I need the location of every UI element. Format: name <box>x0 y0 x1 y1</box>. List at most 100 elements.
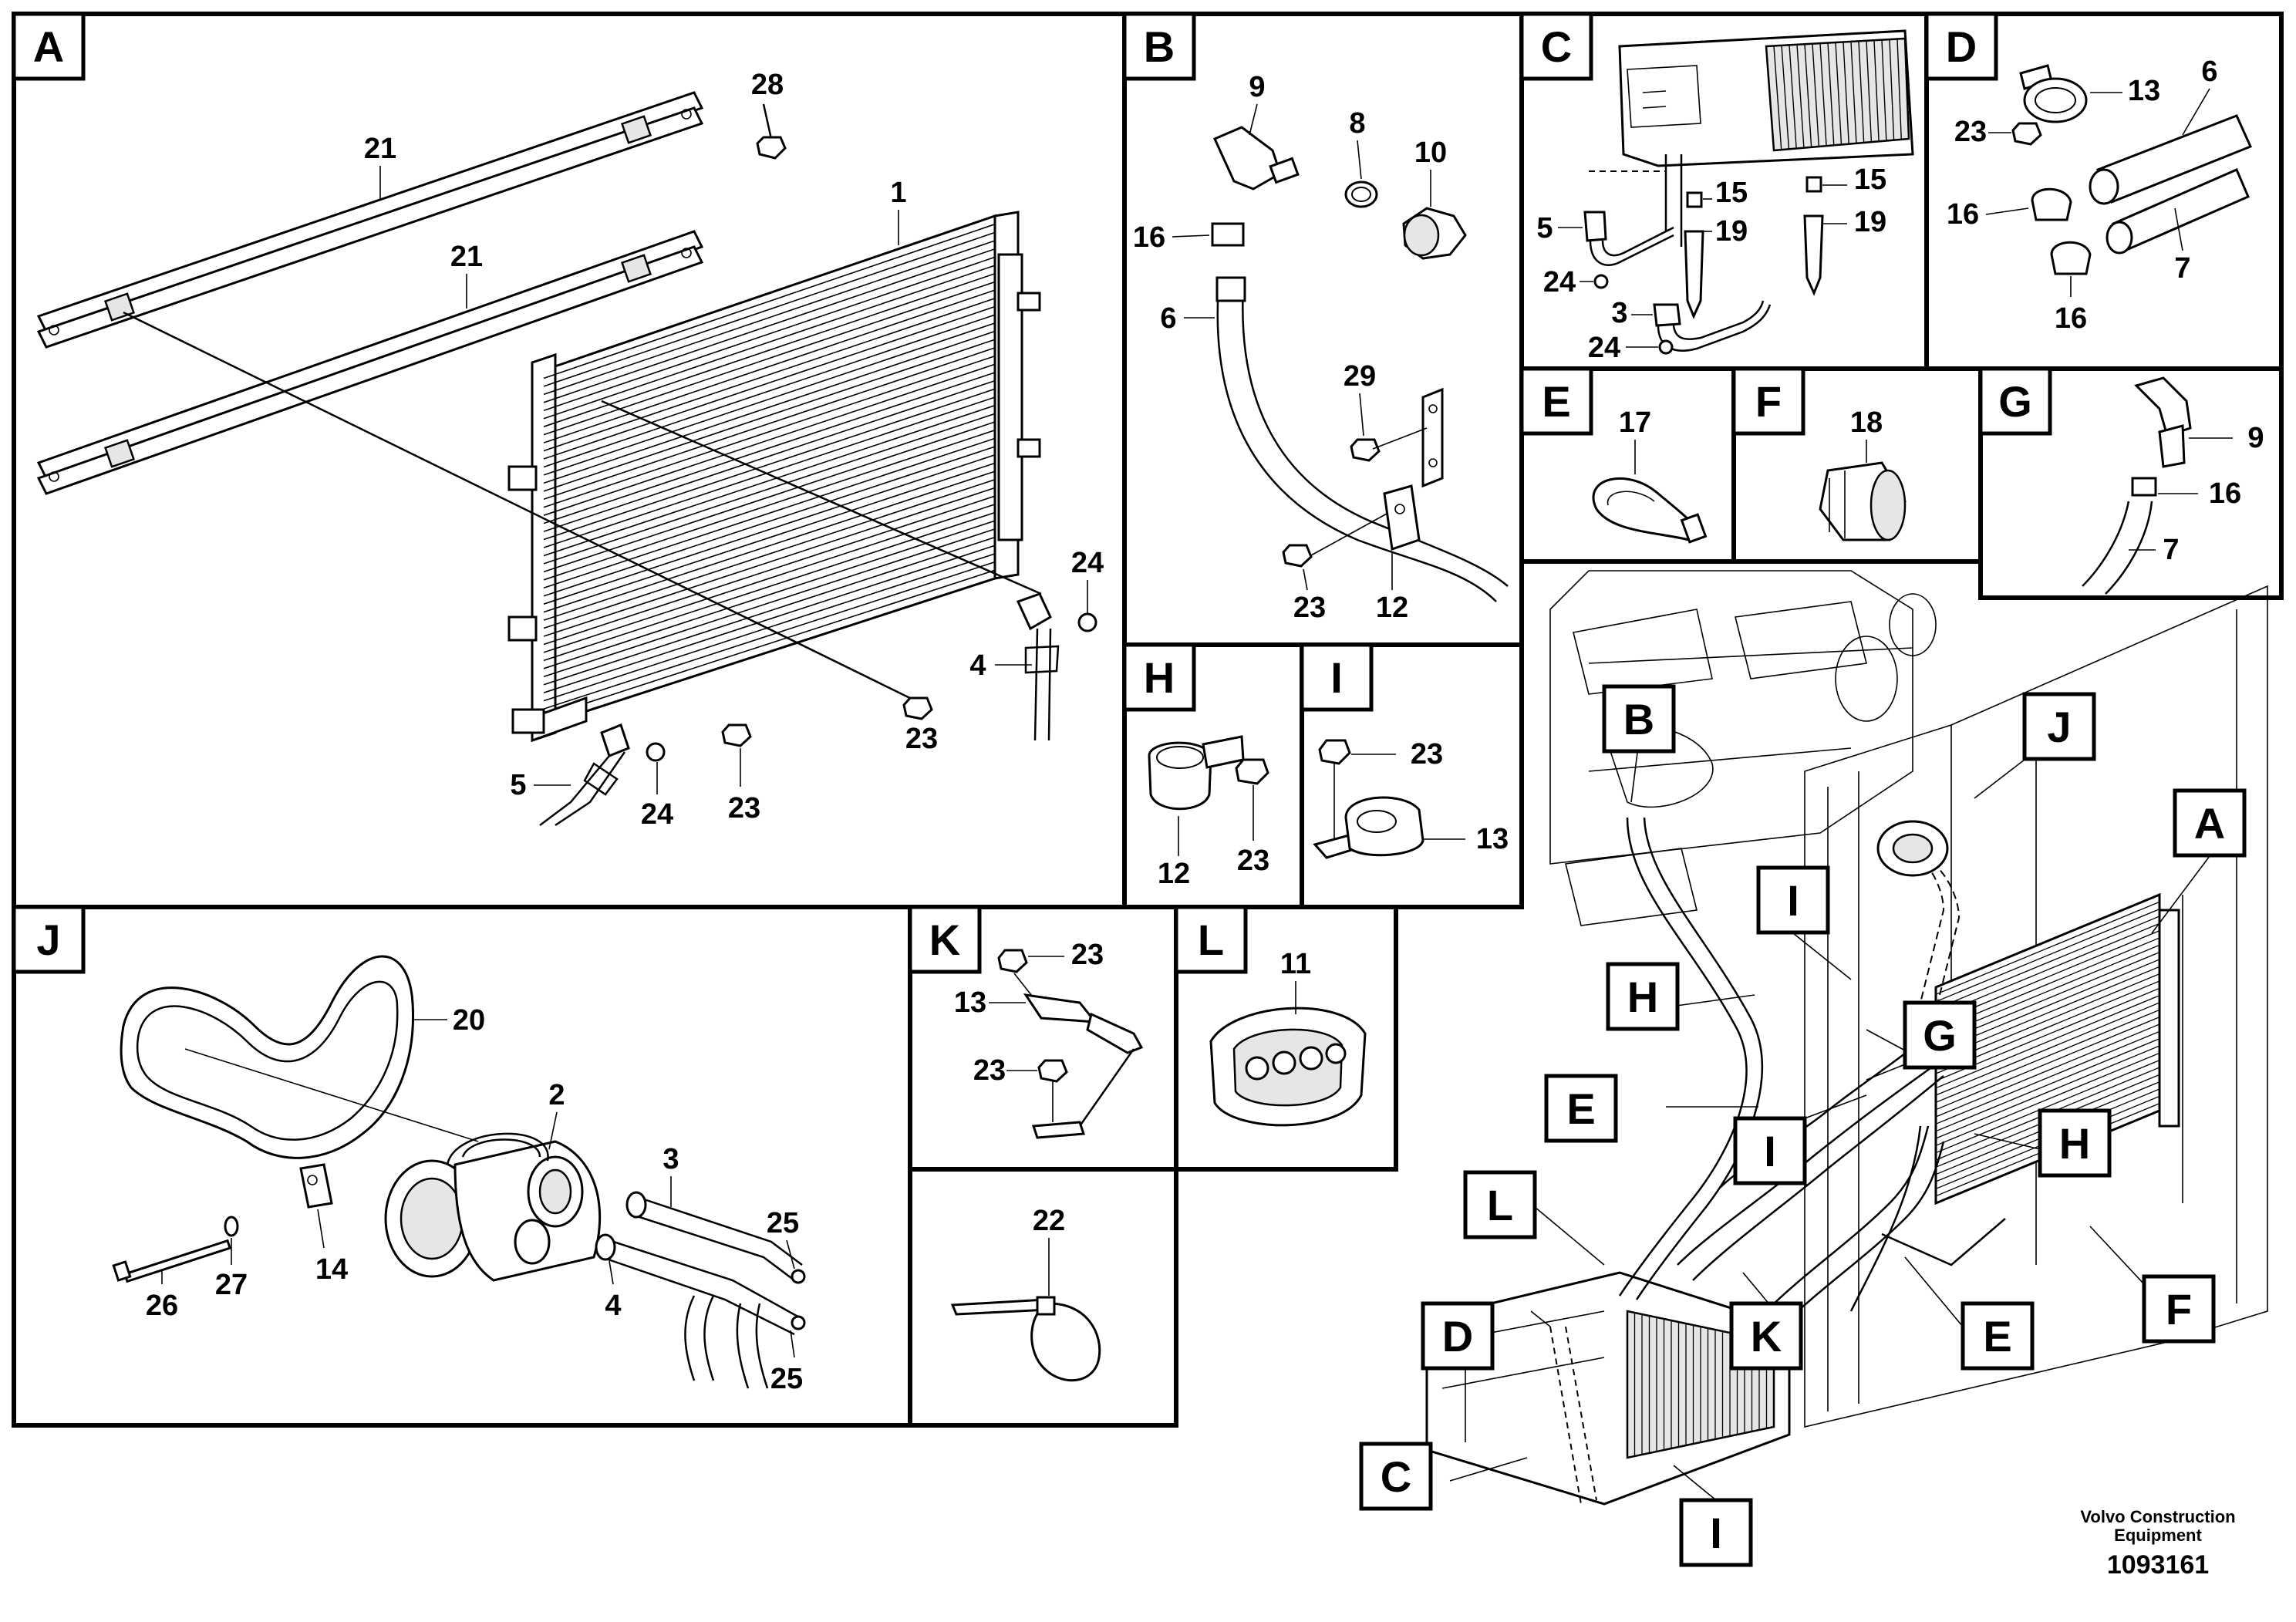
svg-text:A: A <box>2194 799 2225 848</box>
panel-i-drawing: 23 13 <box>1313 738 1509 859</box>
callout-k-23a: 23 <box>1071 939 1104 971</box>
callout-l-11: 11 <box>1280 948 1311 980</box>
elbow-9-g <box>2134 376 2192 468</box>
callout-j-27: 27 <box>215 1269 248 1301</box>
callout-b-16: 16 <box>1133 221 1165 254</box>
callout-c-19b: 19 <box>1854 206 1886 238</box>
callout-d-23: 23 <box>1954 116 1987 148</box>
panel-b-drawing: 9 8 10 16 6 29 23 12 <box>1133 71 1509 624</box>
callout-i-23: 23 <box>1411 738 1443 771</box>
svg-text:G: G <box>1998 377 2032 426</box>
callout-g-16: 16 <box>2209 477 2241 510</box>
panel-a-drawing: 28 21 21 1 24 4 23 23 5 24 <box>36 69 1104 831</box>
overview-tag-g: G <box>1903 1000 1977 1070</box>
hose-6-d <box>2089 114 2253 205</box>
panel-tag-l: L <box>1174 905 1248 974</box>
clamp-16-d-b <box>2050 241 2092 275</box>
callout-j-3: 3 <box>663 1143 679 1175</box>
engine-overview <box>1549 570 1937 926</box>
pipe-4-j <box>595 1233 803 1389</box>
callout-j-14: 14 <box>315 1253 348 1286</box>
clamp-16 <box>1211 222 1245 247</box>
svg-text:E: E <box>1542 377 1570 426</box>
panel-c-drawing: 15 15 5 19 19 24 3 24 <box>1536 29 1914 364</box>
bolt-23-b <box>1282 544 1313 568</box>
svg-text:G: G <box>1923 1011 1957 1060</box>
callout-d-7: 7 <box>2174 252 2190 285</box>
panel-j-drawing: 20 2 3 25 14 27 26 4 25 <box>112 955 806 1395</box>
footer-doc-number: 1093161 <box>2106 1550 2210 1580</box>
washer-27 <box>224 1216 239 1237</box>
callout-d-16b: 16 <box>2055 302 2087 335</box>
callout-c-19a: 19 <box>1715 215 1748 248</box>
condenser-core <box>507 211 1041 743</box>
overview-tag-l: L <box>1463 1170 1537 1239</box>
svg-text:I: I <box>1787 876 1799 925</box>
svg-text:I: I <box>1764 1127 1776 1175</box>
svg-text:H: H <box>2059 1119 2090 1168</box>
grommet-18 <box>1819 461 1907 541</box>
overview-tag-e2: E <box>1961 1301 2035 1371</box>
clamp-12-h <box>1148 735 1245 811</box>
overview-tag-c: C <box>1359 1442 1433 1511</box>
callout-h-23: 23 <box>1237 845 1269 877</box>
overview-tag-i2: I <box>1733 1116 1807 1185</box>
engine-block-detail <box>1618 29 1914 247</box>
callout-tie-22: 22 <box>1033 1205 1065 1237</box>
panel-tag-c: C <box>1519 12 1593 81</box>
svg-text:E: E <box>1983 1312 2011 1361</box>
callout-a-28: 28 <box>751 69 784 101</box>
callout-j-25b: 25 <box>770 1363 803 1395</box>
panel-g-drawing: 9 16 7 <box>2082 376 2264 595</box>
callout-k-13: 13 <box>954 986 986 1019</box>
rail-upper <box>36 91 704 349</box>
cable-tie-22 <box>950 1296 1101 1382</box>
fitting-3 <box>1653 300 1772 352</box>
callout-a-5: 5 <box>510 769 526 801</box>
panel-tag-a: A <box>12 12 86 81</box>
callout-a-21a: 21 <box>364 133 396 165</box>
callout-d-16a: 16 <box>1947 198 1979 231</box>
overview-tag-i1: I <box>1756 865 1830 935</box>
callout-b-9: 9 <box>1249 71 1265 103</box>
callout-j-2: 2 <box>548 1079 565 1111</box>
panel-tag-d: D <box>1924 12 1998 81</box>
panel-tag-g: G <box>1978 366 2052 436</box>
panel-tie-drawing: 22 <box>950 1205 1101 1382</box>
fitting-5 <box>1583 211 1674 266</box>
callout-a-1: 1 <box>890 177 906 209</box>
bolt-28 <box>756 136 787 160</box>
footer-company: Volvo Construction Equipment <box>2080 1507 2236 1545</box>
svg-text:C: C <box>1381 1452 1411 1501</box>
panel-tag-i: I <box>1300 642 1374 712</box>
svg-text:L: L <box>1487 1181 1513 1229</box>
overview-tag-d: D <box>1421 1301 1495 1371</box>
bolt-26 <box>112 1239 232 1283</box>
overview-drawing: B J A I H G E I H L K E F D C I <box>1359 570 2268 1567</box>
svg-text:B: B <box>1144 22 1175 71</box>
panel-h-drawing: 12 23 <box>1148 735 1269 890</box>
callout-c-15b: 15 <box>1854 164 1886 196</box>
callout-k-23b: 23 <box>973 1054 1006 1087</box>
svg-text:A: A <box>33 22 64 71</box>
callout-b-8: 8 <box>1349 107 1365 140</box>
hoses-overview <box>1549 817 2006 1505</box>
callout-e-17: 17 <box>1619 406 1651 439</box>
callout-c-5: 5 <box>1536 212 1553 244</box>
svg-text:L: L <box>1198 916 1224 964</box>
panel-e-drawing: 17 <box>1592 406 1708 544</box>
callout-a-24b: 24 <box>641 798 673 831</box>
panel-tag-k: K <box>908 905 982 974</box>
drive-belt-20 <box>120 955 415 1159</box>
panel-k-drawing: 23 13 23 <box>954 939 1144 1139</box>
pipe-5 <box>539 723 630 827</box>
panel-tags: A B C D E F G H I J K L <box>12 12 2052 974</box>
svg-text:K: K <box>929 916 960 964</box>
hose-7-d <box>2106 168 2250 255</box>
compressor-2 <box>384 1132 602 1282</box>
panel-tag-h: H <box>1122 642 1196 712</box>
nut-24b <box>646 742 666 762</box>
callout-j-20: 20 <box>453 1004 485 1037</box>
bracket-29 <box>1350 387 1444 488</box>
